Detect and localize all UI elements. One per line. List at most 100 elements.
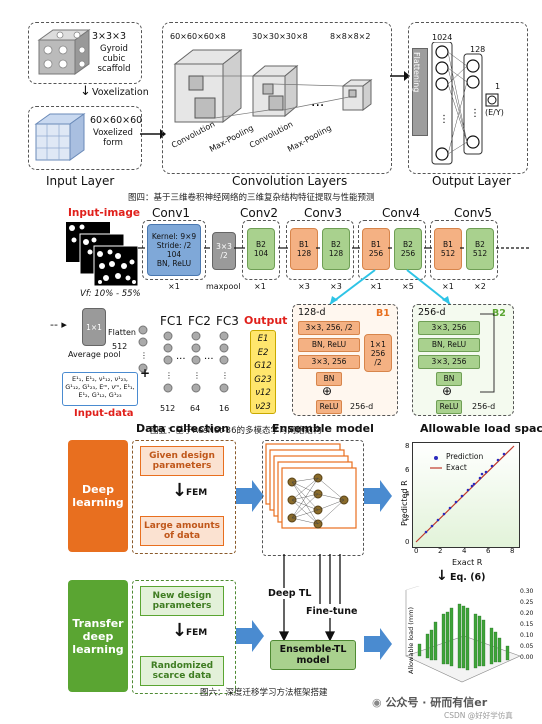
gyroid-label: Gyroid cubic scaffold <box>97 44 131 74</box>
maxpool-kernel: 3×3 <box>216 242 232 251</box>
conv4-repeat-2: ×5 <box>402 282 414 291</box>
ztick: 0.05 <box>520 643 534 650</box>
flatten-label: Flatten <box>108 328 136 337</box>
zticks: 0.30 0.25 0.20 0.15 0.10 0.05 0.00 <box>520 586 533 663</box>
b2-in: 256-d <box>418 307 446 318</box>
voxelization-arrow: ↓ <box>80 84 91 99</box>
conv2-b2: B2 104 <box>247 228 275 270</box>
block-name: B2 <box>256 240 266 249</box>
dense-1: 1 <box>495 82 501 91</box>
b1-in: 128-d <box>298 307 326 318</box>
deep-fem-arrow: ↓ <box>172 480 188 501</box>
b2-sum-icon: ⊕ <box>442 384 453 398</box>
output-g23: G23 <box>254 374 272 385</box>
flatten-label: Flattening <box>412 52 421 93</box>
conv-size-3: 8×8×8×2 <box>330 32 371 41</box>
deep-data-panel <box>132 440 236 554</box>
b1-row-2: BN, ReLU <box>298 338 360 352</box>
fc2-val: 64 <box>190 404 201 413</box>
svg-text:⋮: ⋮ <box>165 371 173 380</box>
conv5-b1: B1 512 <box>434 228 462 270</box>
fig4: 3×3×3 Gyroid cubic scaffold ↓ Voxelizati… <box>0 0 542 203</box>
flatten-nodes: ⋮ <box>138 325 148 373</box>
output-g12: G12 <box>254 361 272 371</box>
eq-label: Eq. (6) <box>450 572 486 583</box>
ztick: 0.00 <box>520 654 534 661</box>
header-data-collection: Data collection <box>136 422 230 435</box>
b2-row-3: 3×3, 256 <box>418 355 480 369</box>
b1-row-4: BN <box>316 372 342 386</box>
block-name: B2 <box>331 240 341 249</box>
plot-ytick-6: 6 <box>405 466 410 474</box>
conv1-repeat: ×1 <box>168 282 180 291</box>
conv5-repeat-1: ×1 <box>442 282 454 291</box>
eq-arrow: ↓ <box>436 568 448 584</box>
fig6-blue-arrows <box>236 480 392 660</box>
conv-size-1: 60×60×60×8 <box>170 32 226 41</box>
conv4-panel <box>358 220 426 280</box>
output-title: Output <box>244 314 288 327</box>
avgpool-size: 1×1 <box>86 322 102 332</box>
conv3-repeat-1: ×3 <box>298 282 310 291</box>
output-e2: E2 <box>257 347 269 358</box>
maxpool-block: 3×3 /2 <box>212 232 236 270</box>
plot-xtick-4: 4 <box>462 547 467 555</box>
conv1-title: Conv1 <box>152 206 191 220</box>
conv5-repeat-2: ×2 <box>474 282 486 291</box>
block-val: 256 <box>368 249 384 258</box>
conv1-kernel: Kernel: 9×9 <box>151 232 197 241</box>
b2-row-4: BN <box>436 372 462 386</box>
conv3-b1: B1 128 <box>290 228 318 270</box>
svg-text:···: ··· <box>176 354 186 365</box>
header-load-space: Allowable load space <box>420 422 542 435</box>
svg-text:⋮: ⋮ <box>193 371 201 380</box>
svg-text:···: ··· <box>311 98 324 114</box>
input-image-label: Input-image <box>68 207 141 219</box>
vf-label: Vf: 10% - 55% <box>80 289 141 299</box>
conv4-title: Conv4 <box>382 206 421 220</box>
output-layer-label: Output Layer <box>432 174 511 188</box>
fine-tune-label: Fine-tune <box>306 606 358 617</box>
input-data-label: Input-data <box>74 408 134 419</box>
avgpool-block: 1×1 <box>82 308 106 346</box>
transfer-fem-label: FEM <box>186 628 208 638</box>
conv2-repeat: ×1 <box>254 282 266 291</box>
plot-ytick-2: 2 <box>405 514 410 522</box>
maxpool-stride: /2 <box>220 251 228 260</box>
b2-out: 256-d <box>472 402 496 411</box>
deep-fem-label: FEM <box>186 488 208 498</box>
plot-ytick-0: 0 <box>405 538 410 546</box>
dense-layers: ⋮ ⋮ ··· <box>431 42 499 165</box>
deep-learning-label: Deep learning <box>68 440 128 552</box>
legend-prediction: Prediction <box>446 452 484 461</box>
zlabel: Allowable load (mm) <box>407 606 415 674</box>
plot-xtick-0: 0 <box>414 547 419 555</box>
ztick: 0.30 <box>520 588 534 595</box>
dense-128: 128 <box>470 45 486 54</box>
fig6-tl-lines <box>278 554 341 642</box>
conv5-title: Conv5 <box>454 206 493 220</box>
new-params-box: New design parameters <box>140 586 224 616</box>
wechat-text: 公众号 · 研而有信er <box>385 696 488 709</box>
plot-xtick-6: 6 <box>486 547 491 555</box>
b1-title: B1 <box>376 308 390 319</box>
block-val: 256 <box>400 249 416 258</box>
block-name: B2 <box>403 240 413 249</box>
output-block: E1 E2 G12 G23 ν12 ν23 <box>250 330 276 414</box>
avgpool-label: Average pool <box>68 350 121 359</box>
conv3-repeat-2: ×3 <box>330 282 342 291</box>
voxel-cube-image <box>34 113 86 161</box>
svg-text:⋮: ⋮ <box>470 108 480 119</box>
output-e1: E1 <box>257 334 269 344</box>
conv-cubes: ··· <box>173 48 373 124</box>
large-data: Large amounts of data <box>143 521 221 541</box>
transfer-fem-arrow: ↓ <box>172 620 188 641</box>
block-name: B1 <box>371 240 381 249</box>
conv1-panel <box>142 220 206 280</box>
svg-text:⋮: ⋮ <box>140 351 148 360</box>
fig6-caption: 图六：深度迁移学习方法框架搭建 <box>200 688 328 698</box>
b2-row-2: BN, ReLU <box>418 338 480 352</box>
fc3-val: 16 <box>219 404 230 413</box>
conv5-panel <box>430 220 498 280</box>
microstructure-images <box>66 222 138 286</box>
